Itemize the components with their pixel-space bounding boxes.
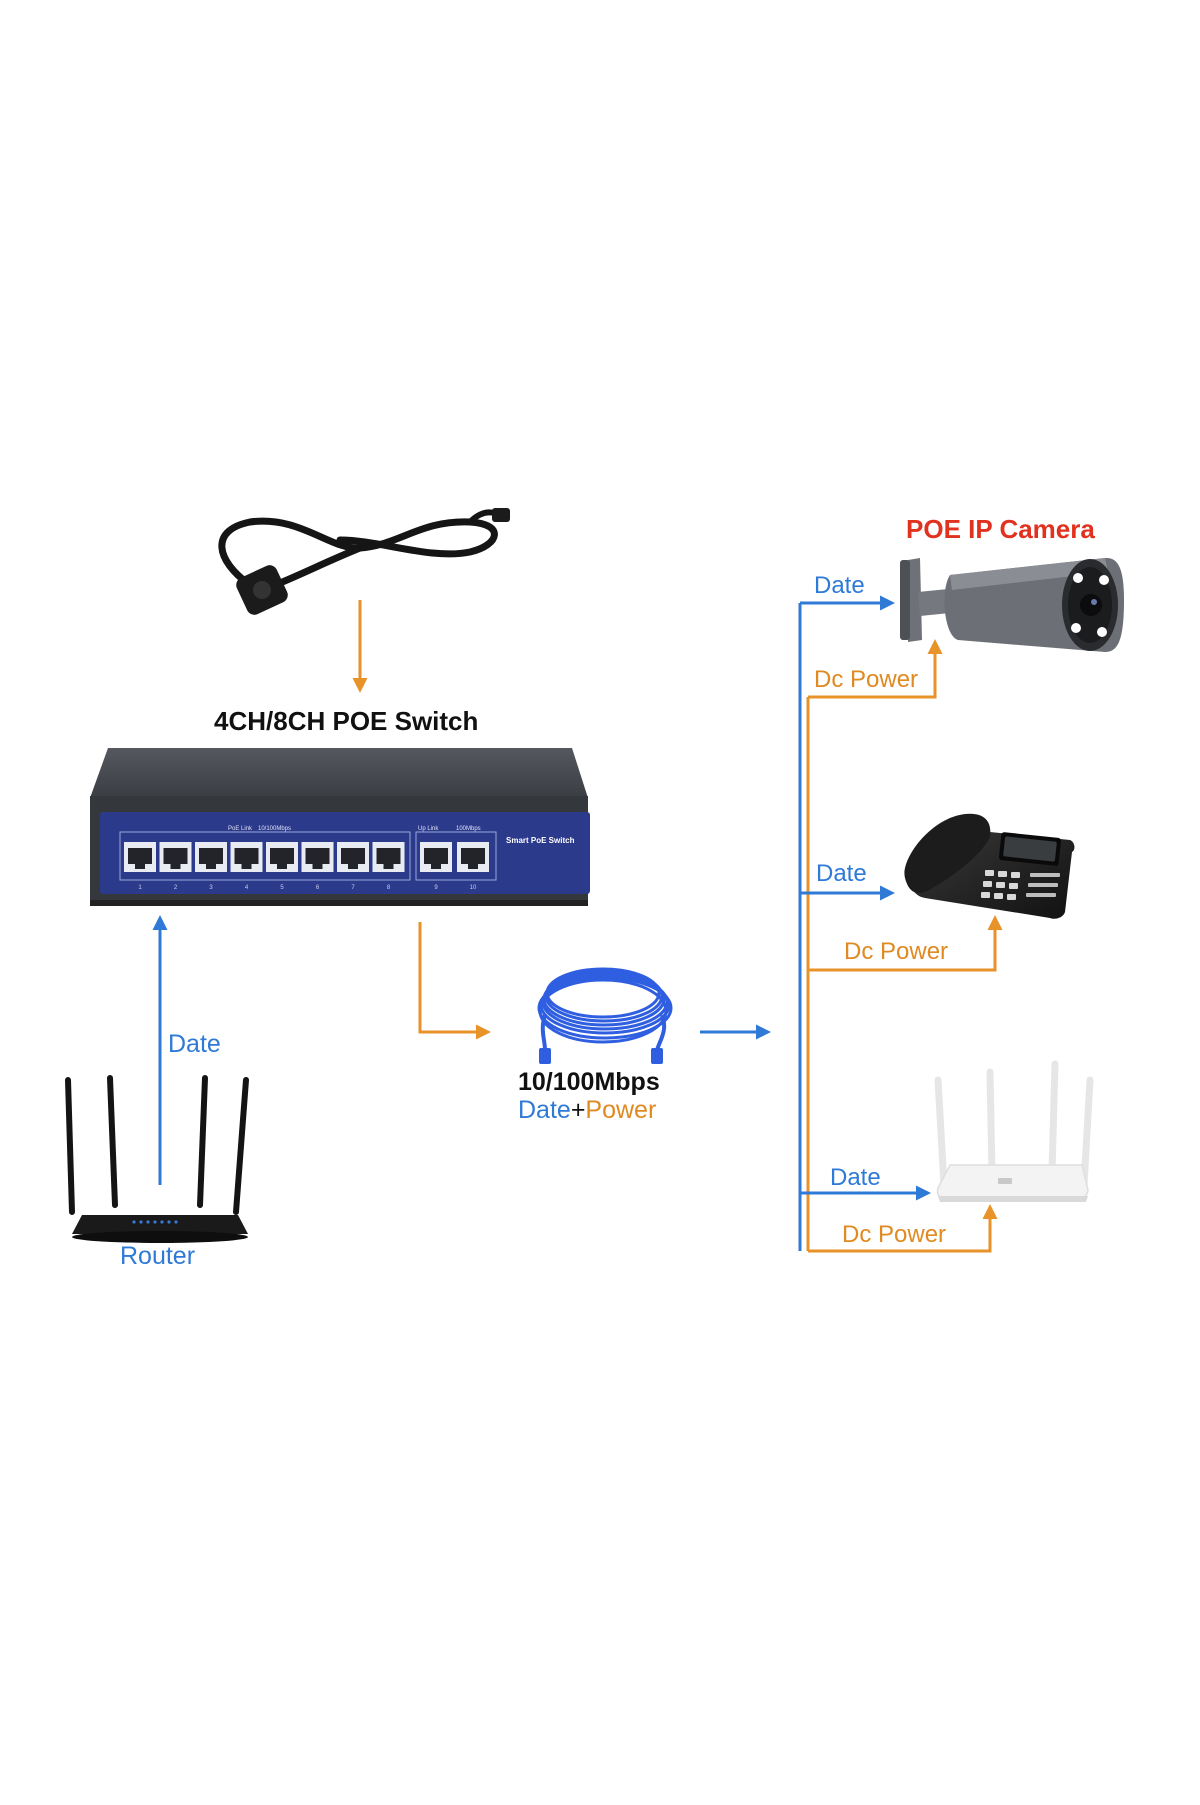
ethernet-cable-icon <box>537 967 673 1064</box>
port-number: 9 <box>434 885 438 891</box>
ethernet-port <box>159 842 192 872</box>
ethernet-port <box>457 842 489 872</box>
port-number: 5 <box>280 885 284 891</box>
camera-date-label: Date <box>814 572 865 599</box>
uplink-speed: 100Mbps <box>456 826 481 832</box>
switch-brand-label: Smart PoE Switch <box>506 836 575 845</box>
ethernet-port <box>337 842 369 872</box>
ap-date-label: Date <box>830 1164 881 1191</box>
router-date-label: Date <box>168 1030 221 1058</box>
port-number: 4 <box>245 885 249 891</box>
switch-port-numbers: 1 2 3 4 5 6 7 8 9 10 <box>138 885 477 891</box>
router-label: Router <box>120 1242 196 1270</box>
ethernet-port <box>195 842 227 872</box>
ethernet-port <box>230 842 263 872</box>
port-number: 6 <box>316 885 320 891</box>
ethernet-port <box>124 842 156 872</box>
port-number: 7 <box>351 885 355 891</box>
wireless-ap-icon <box>934 1060 1094 1202</box>
cable-speed-label: 10/100Mbps <box>518 1068 660 1096</box>
ip-camera-icon <box>900 557 1124 652</box>
power-cord-icon <box>218 508 510 615</box>
camera-power-arrow <box>808 639 943 699</box>
phone-power-arrow <box>808 915 1003 972</box>
port-number: 1 <box>138 885 142 891</box>
switch-ports <box>124 842 489 872</box>
ethernet-port <box>301 842 334 872</box>
ethernet-port <box>372 842 405 872</box>
router-icon <box>65 1075 249 1243</box>
switch-title: 4CH/8CH POE Switch <box>214 706 479 736</box>
cable-caption: Date+Power <box>518 1096 656 1125</box>
ap-power-label: Dc Power <box>842 1221 947 1248</box>
ip-phone-icon <box>904 813 1075 919</box>
cable-date-label: Date <box>518 1096 571 1124</box>
cable-power-label: Power <box>585 1096 657 1124</box>
poe-link-speed: 10/100Mbps <box>258 826 291 832</box>
ethernet-port <box>420 842 452 872</box>
poe-link-label: PoE Link <box>228 826 253 832</box>
ethernet-port <box>266 842 298 872</box>
phone-date-label: Date <box>816 860 867 887</box>
uplink-label: Up Link <box>418 826 439 832</box>
poe-switch-icon: PoE Link 10/100Mbps Up Link 100Mbps Smar… <box>90 748 590 906</box>
port-number: 3 <box>209 885 213 891</box>
port-number: 2 <box>174 885 178 891</box>
port-number: 8 <box>387 885 391 891</box>
cable-plus-label: + <box>570 1096 586 1124</box>
phone-power-label: Dc Power <box>844 938 949 965</box>
camera-power-label: Dc Power <box>814 666 919 693</box>
port-number: 10 <box>470 885 477 891</box>
ap-power-arrow <box>808 1204 998 1253</box>
camera-title: POE IP Camera <box>906 514 1095 544</box>
switch-to-cable-arrow <box>418 922 491 1040</box>
